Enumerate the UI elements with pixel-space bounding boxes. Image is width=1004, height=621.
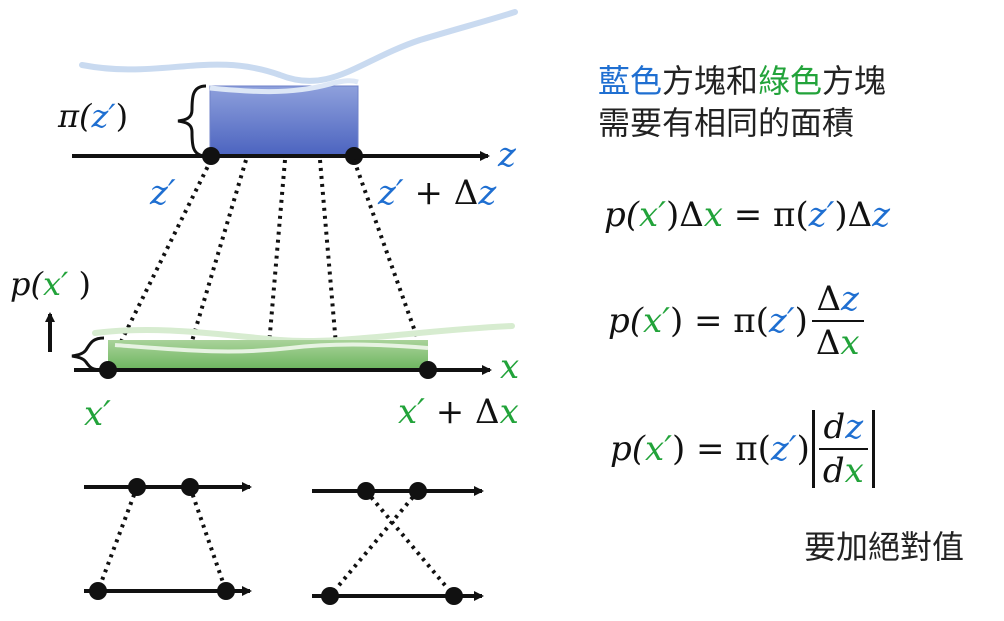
pi-brace: [177, 84, 207, 158]
x-prime-plus-dx-point: [419, 361, 437, 379]
p-x-label: p(x′ ): [10, 265, 91, 303]
equation-1: p(x′)Δx = π(z′)Δz: [604, 195, 891, 235]
blue-area-block: [209, 85, 359, 157]
z-axis-label: z: [498, 135, 516, 175]
z-prime-plus-dz-point: [345, 147, 363, 165]
top-curve-overlay: [209, 78, 359, 95]
middle-distribution-curve: [92, 323, 515, 344]
top-distribution-curve: [79, 9, 518, 84]
x-prime-point: [99, 361, 117, 379]
example-crossed: [312, 482, 484, 605]
p-brace: [71, 336, 105, 372]
z-prime-plus-dz-label: z′ + Δz: [378, 173, 497, 213]
area-statement-line1: 藍色方塊和綠色方塊: [598, 62, 887, 100]
example-monotone: [84, 478, 252, 600]
pi-z-label: π(z′): [58, 97, 129, 135]
x-prime-label: x′: [84, 394, 111, 434]
absolute-value-note: 要加絕對值: [804, 528, 965, 566]
z-prime-point: [202, 147, 220, 165]
x-prime-plus-dx-label: x′ + Δx: [398, 392, 519, 432]
z-prime-label: z′: [150, 173, 176, 213]
x-axis-label: x: [500, 347, 520, 387]
middle-curve-overlay: [114, 342, 429, 354]
area-statement-line2: 需要有相同的面積: [598, 104, 855, 142]
